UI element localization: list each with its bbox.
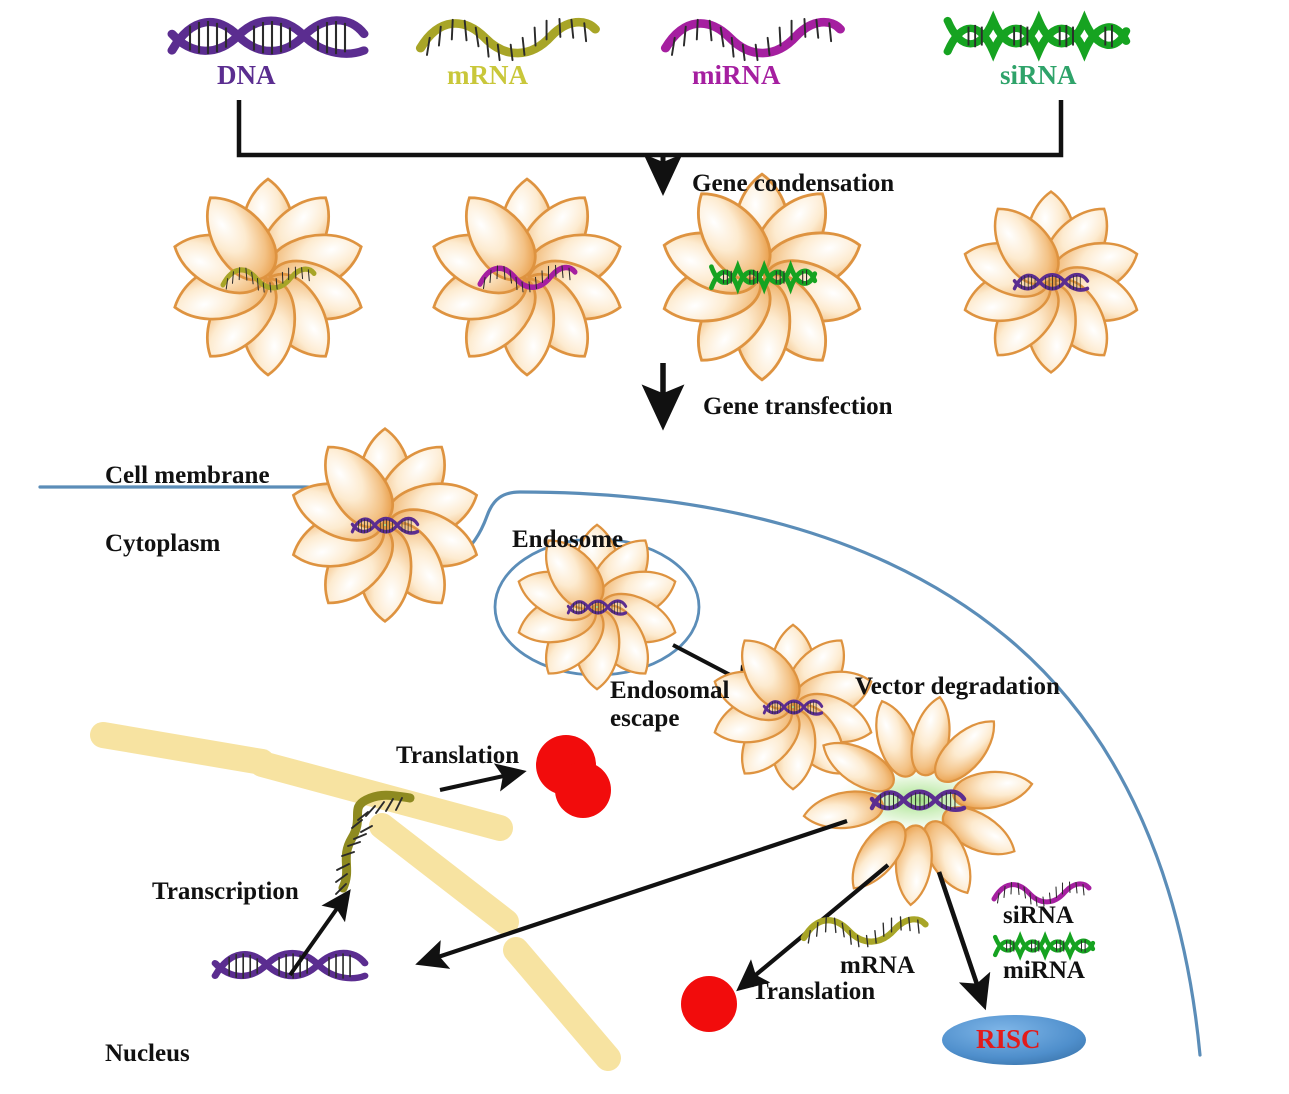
chromatin-fiber: [503, 937, 621, 1071]
protein-product-bottom: [681, 976, 737, 1032]
particle-in-endosome: [510, 523, 684, 691]
risc-complex: [942, 1015, 1086, 1065]
chromatin-fiber: [369, 813, 519, 935]
nascent-mrna-strand: [335, 790, 415, 895]
protein-product-top: [536, 735, 611, 818]
cytoplasmic-mrna-icon: [804, 917, 926, 947]
label-gene-condensation: Gene condensation: [692, 170, 895, 197]
label-cytoplasm: Cytoplasm: [105, 530, 221, 557]
label-gene-transfection: Gene transfection: [703, 393, 893, 420]
chromatin-fiber: [90, 722, 275, 775]
vector-to-risc-arrow: [936, 871, 991, 1011]
vector-petals: [165, 177, 371, 377]
top-row-nucleic-acids: [172, 19, 1126, 60]
vector-to-nucleus-arrow: [415, 819, 848, 969]
translation-arrow-top: [439, 763, 527, 792]
condensed-particle-sirna: [654, 172, 870, 382]
transcription-arrow: [288, 889, 351, 977]
label-translation-bottom: Translation: [752, 978, 876, 1005]
label-released-sirna: siRNA: [1003, 902, 1074, 929]
condensed-particle-dna: [956, 190, 1146, 374]
label-dna: DNA: [217, 60, 276, 90]
label-transcription: Transcription: [152, 878, 299, 905]
released-mirna-icon: [995, 937, 1093, 955]
label-mrna: mRNA: [447, 60, 528, 90]
condensation-bracket: [236, 100, 1064, 158]
label-endosome: Endosome: [512, 526, 624, 553]
degrading-vector: [800, 692, 1036, 908]
label-translation-top: Translation: [396, 742, 520, 769]
mirna-strand-icon: [666, 19, 841, 60]
sirna-helix-icon: [948, 21, 1127, 52]
label-mirna: miRNA: [692, 60, 781, 90]
particle-escaped: [706, 623, 880, 791]
label-released-mirna: miRNA: [1003, 957, 1085, 984]
label-cell-membrane: Cell membrane: [105, 462, 270, 489]
particle-entering-cell: [283, 427, 487, 623]
label-risc: RISC: [976, 1024, 1041, 1054]
label-nucleus: Nucleus: [105, 1040, 190, 1067]
label-vector-degradation: Vector degradation: [855, 673, 1060, 700]
condensed-particle-mirna: [424, 177, 630, 377]
label-cytoplasmic-mrna: mRNA: [840, 952, 915, 979]
label-endosomal-escape: Endosomal escape: [610, 677, 730, 732]
condensed-particle-mrna: [165, 177, 371, 377]
mrna-strand-icon: [421, 19, 596, 60]
vector-petals: [424, 177, 630, 377]
dna-helix-icon: [172, 20, 364, 54]
label-sirna: siRNA: [1000, 60, 1077, 90]
